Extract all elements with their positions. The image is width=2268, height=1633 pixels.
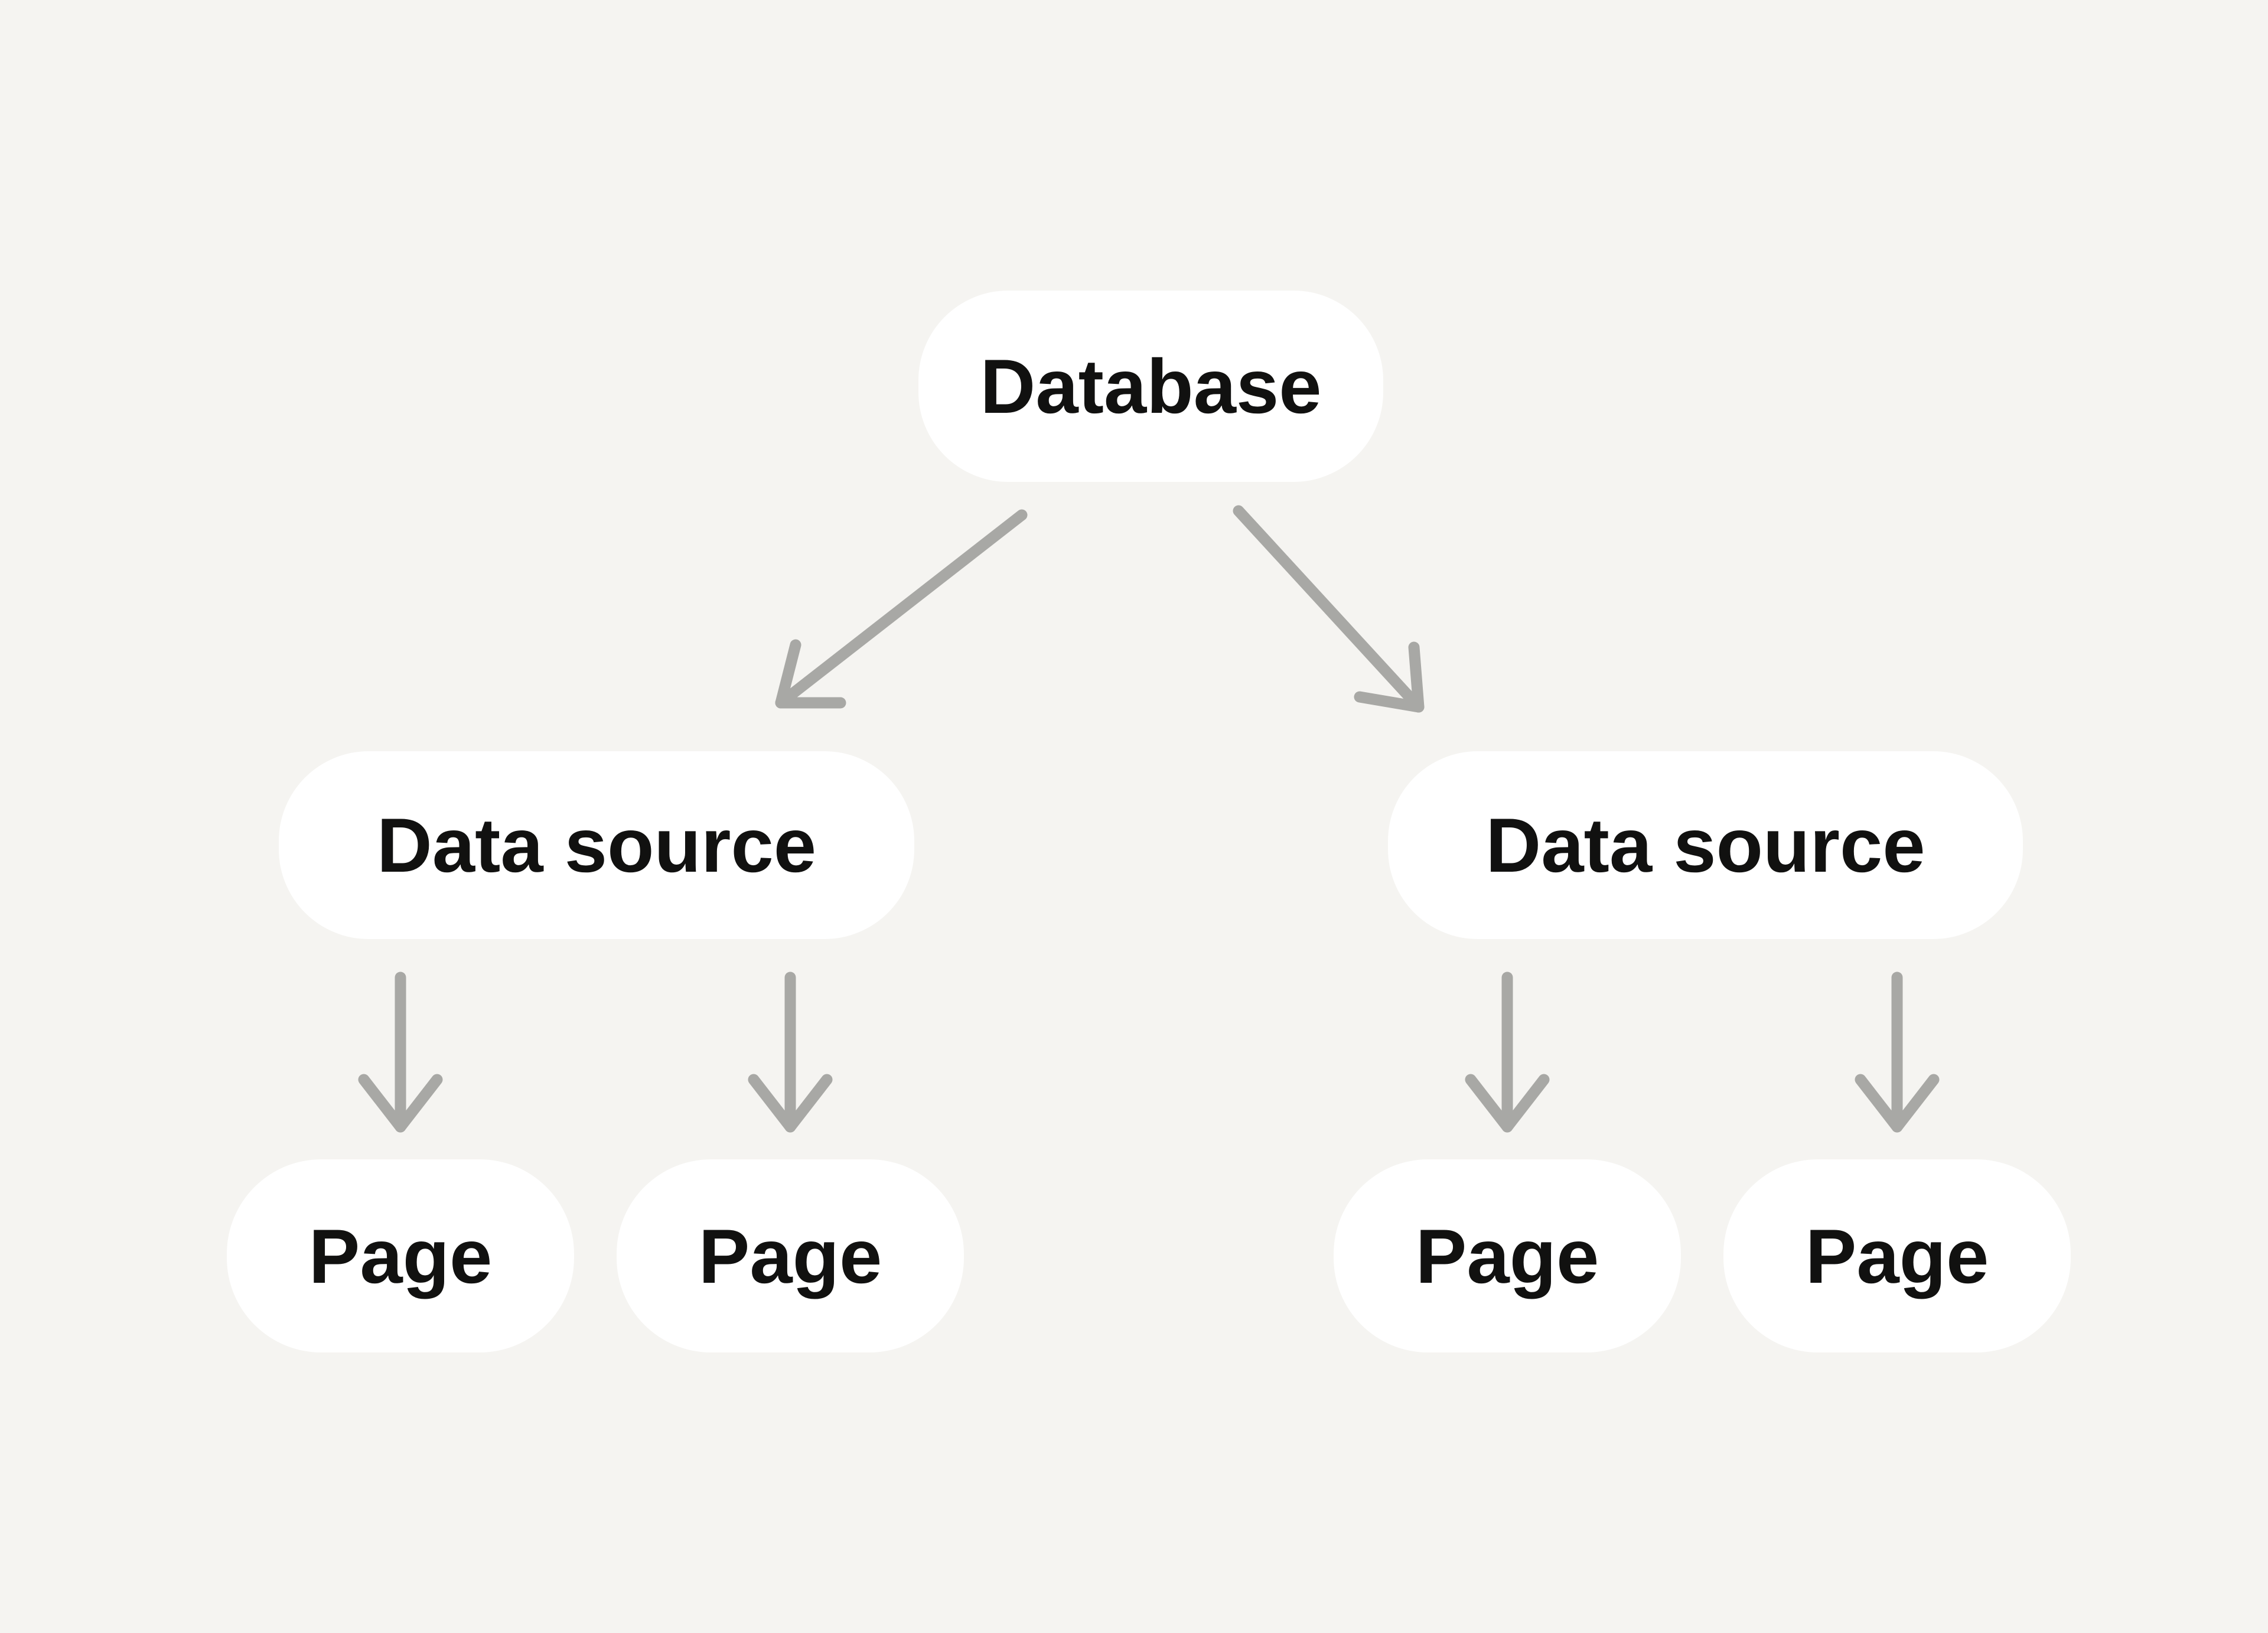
node-page-right-2-label: Page [1805, 1212, 1989, 1299]
node-page-left-1: Page [227, 1159, 574, 1352]
node-page-left-1-label: Page [308, 1212, 493, 1299]
node-data-source-left-label: Data source [376, 802, 817, 888]
arrowhead-icon [775, 639, 846, 709]
node-page-right-2: Page [1723, 1159, 2071, 1352]
arrow-shaft [1233, 505, 1425, 713]
arrow-datasource-right-to-page-3 [1465, 972, 1550, 1133]
node-page-left-2-label: Page [698, 1212, 882, 1299]
arrow-shaft [775, 509, 1028, 709]
node-data-source-left: Data source [279, 751, 914, 939]
node-data-source-right: Data source [1388, 751, 2023, 939]
node-page-right-1-label: Page [1415, 1212, 1599, 1299]
arrowhead-icon [748, 1074, 833, 1133]
arrow-database-to-datasource-left [775, 509, 1028, 709]
arrow-datasource-left-to-page-2 [748, 972, 833, 1133]
node-page-right-1: Page [1334, 1159, 1681, 1352]
arrowhead-icon [1855, 1074, 1940, 1133]
node-data-source-right-label: Data source [1485, 802, 1925, 888]
node-database: Database [918, 291, 1383, 482]
arrowhead-icon [1354, 641, 1425, 713]
arrow-database-to-datasource-right [1233, 505, 1425, 713]
arrow-datasource-left-to-page-1 [358, 972, 443, 1133]
node-database-label: Database [980, 343, 1322, 429]
node-page-left-2: Page [617, 1159, 964, 1352]
arrowhead-icon [1465, 1074, 1550, 1133]
arrow-datasource-right-to-page-4 [1855, 972, 1940, 1133]
arrowhead-icon [358, 1074, 443, 1133]
